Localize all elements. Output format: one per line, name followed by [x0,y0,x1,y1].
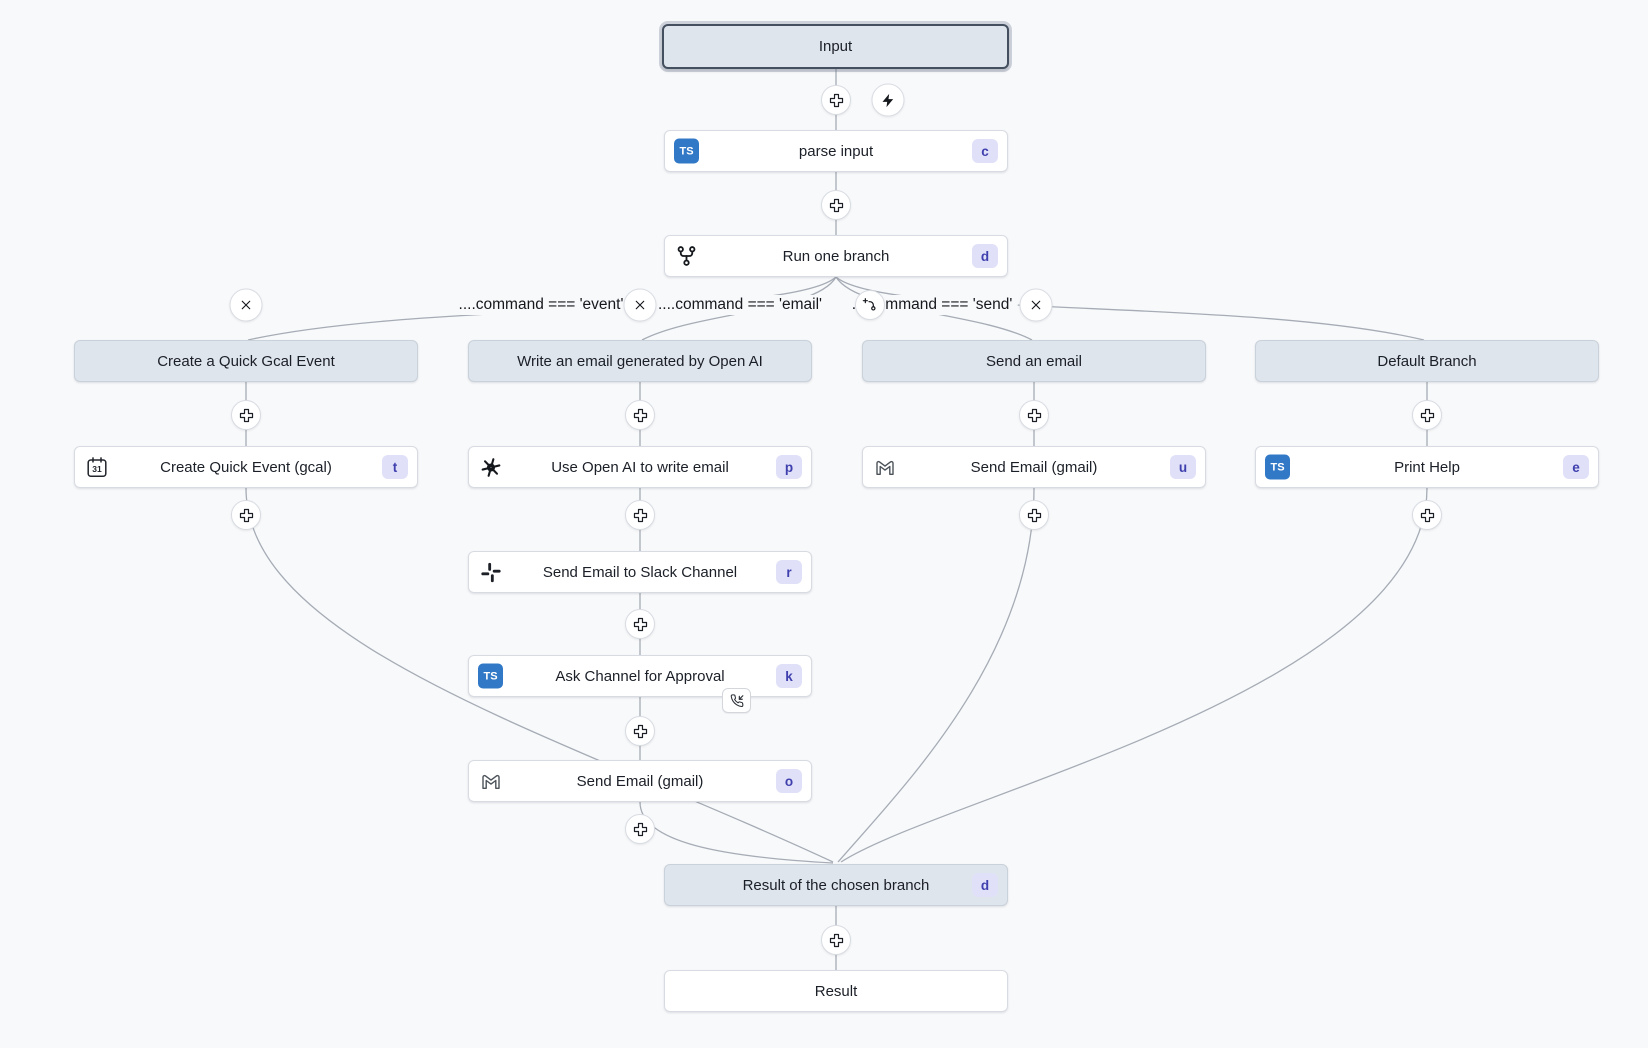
node-label: Create Quick Event (gcal) [160,458,332,476]
shortcut-badge: t [382,455,408,479]
shortcut-badge: r [776,560,802,584]
calendar-icon: 31 [84,455,109,480]
typescript-icon: TS [478,663,503,689]
node-result-of-branch[interactable]: Result of the chosen branch d [664,864,1008,906]
trigger-button[interactable] [871,83,905,117]
node-send-email-gmail-mid[interactable]: Send Email (gmail) o [468,760,812,802]
add-step-button[interactable] [1412,500,1442,530]
shortcut-badge: p [776,455,802,479]
node-result[interactable]: Result [664,970,1008,1012]
close-icon [241,300,251,310]
node-create-quick-event[interactable]: 31 Create Quick Event (gcal) t [74,446,418,488]
branch-header-label: Create a Quick Gcal Event [157,352,335,370]
git-branch-icon [674,244,699,269]
branch-header-send-email[interactable]: Send an email [862,340,1206,382]
gmail-icon [478,769,503,794]
git-branch-plus-icon [862,298,876,311]
shortcut-badge: k [776,664,802,688]
node-label: Use Open AI to write email [551,458,729,476]
node-use-openai[interactable]: Use Open AI to write email p [468,446,812,488]
close-icon [635,300,645,310]
node-label: Send Email to Slack Channel [542,563,738,581]
branch-header-label: Write an email generated by Open AI [517,352,763,370]
node-send-email-gmail[interactable]: Send Email (gmail) u [862,446,1206,488]
typescript-icon: TS [674,138,699,164]
node-label: Input [818,38,853,55]
node-parse-input[interactable]: TS parse input c [664,130,1008,172]
node-send-email-slack[interactable]: Send Email to Slack Channel r [468,551,812,593]
add-step-button[interactable] [1019,400,1049,430]
node-run-one-branch[interactable]: Run one branch d [664,235,1008,277]
add-step-button[interactable] [231,400,261,430]
slack-icon [478,560,503,585]
node-label: Send Email (gmail) [576,772,704,790]
add-step-button[interactable] [1019,500,1049,530]
branch-header-gcal[interactable]: Create a Quick Gcal Event [74,340,418,382]
delete-branch-button[interactable] [229,288,263,322]
add-step-button[interactable] [821,190,851,220]
node-print-help[interactable]: TS Print Help e [1255,446,1599,488]
branch-condition-email: ....command === 'email' [652,295,828,315]
branch-condition-event: ....command === 'event' [453,295,629,315]
typescript-icon: TS [1265,454,1290,480]
openai-icon [478,455,503,480]
add-step-button[interactable] [625,716,655,746]
shortcut-badge: u [1170,455,1196,479]
add-step-button[interactable] [625,400,655,430]
branch-header-label: Default Branch [1377,352,1477,370]
add-step-button[interactable] [231,500,261,530]
delete-branch-button[interactable] [623,288,657,322]
node-label: Print Help [1394,458,1460,476]
branch-header-openai[interactable]: Write an email generated by Open AI [468,340,812,382]
add-step-button[interactable] [625,814,655,844]
node-label: parse input [798,142,874,160]
node-label: Ask Channel for Approval [555,667,725,685]
branch-condition-send: ....command === 'send' [846,295,1018,315]
node-input[interactable]: Input [662,24,1009,69]
node-label: Result of the chosen branch [742,876,930,894]
lightning-icon [882,93,893,107]
shortcut-badge: c [972,139,998,163]
add-step-button[interactable] [821,925,851,955]
add-branch-button[interactable] [855,290,885,320]
add-step-button[interactable] [625,500,655,530]
svg-text:31: 31 [92,463,102,473]
branch-header-label: Send an email [986,352,1082,370]
gmail-icon [872,455,897,480]
shortcut-badge: d [972,244,998,268]
node-label: Result [814,982,858,1000]
node-label: Send Email (gmail) [970,458,1098,476]
shortcut-badge: e [1563,455,1589,479]
shortcut-badge: d [972,873,998,897]
delete-branch-button[interactable] [1019,288,1053,322]
close-icon [1031,300,1041,310]
add-step-button[interactable] [821,85,851,115]
node-ask-channel-approval[interactable]: TS Ask Channel for Approval k [468,655,812,697]
add-step-button[interactable] [1412,400,1442,430]
branch-header-default[interactable]: Default Branch [1255,340,1599,382]
shortcut-badge: o [776,769,802,793]
phone-incoming-icon [730,693,743,707]
approval-suspend-indicator [722,688,751,713]
node-label: Run one branch [782,247,890,265]
add-step-button[interactable] [625,609,655,639]
